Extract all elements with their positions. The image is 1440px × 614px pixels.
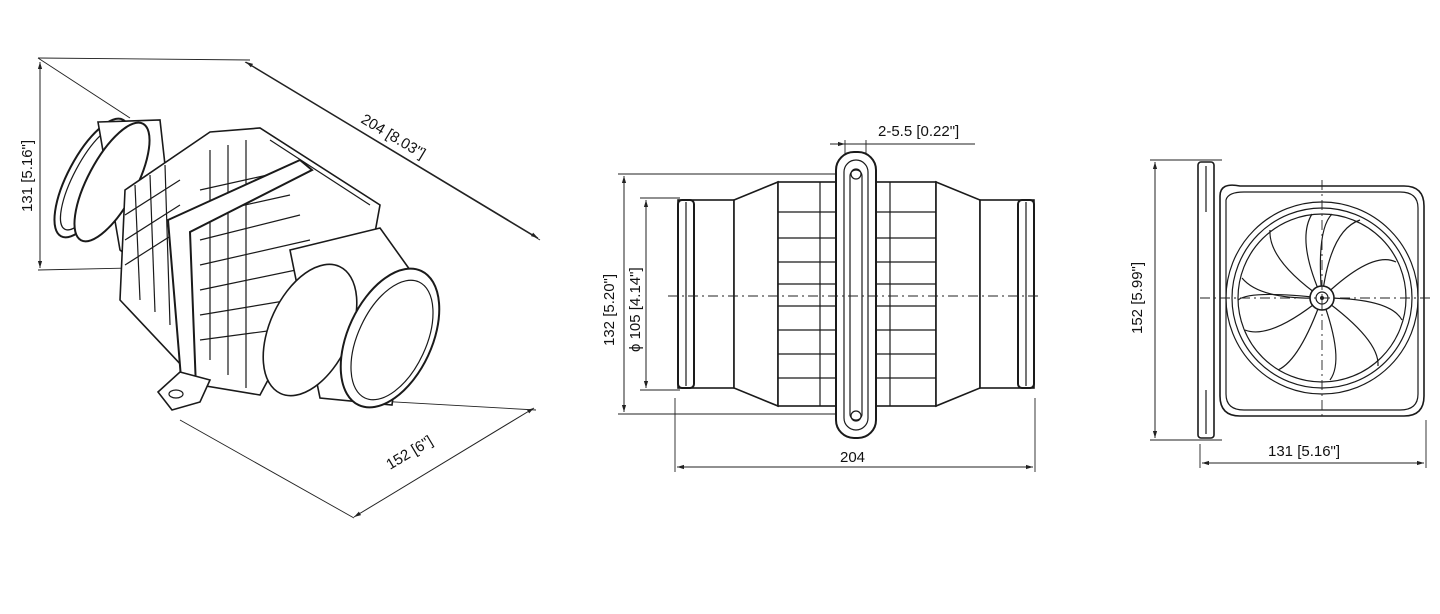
front-height-label: 152 [5.99"]: [1129, 262, 1146, 334]
iso-length-dim-line: [245, 61, 539, 239]
side-diameter-label: ϕ 105 [4.14"]: [627, 267, 644, 352]
side-view: 2-5.5 [0.22"] 132 [5.20"] ϕ 105 [4.14"] …: [601, 123, 1040, 472]
iso-width-dim-line: [353, 407, 535, 518]
iso-width-label: 152 [6"]: [383, 432, 436, 473]
side-length-label: 204: [840, 449, 865, 466]
iso-main-body: [119, 127, 381, 396]
front-width-label: 131 [5.16"]: [1268, 443, 1340, 460]
iso-right-pipe: [262, 227, 441, 409]
side-height-label: 132 [5.20"]: [601, 274, 618, 346]
side-mounting-strap: [835, 151, 877, 439]
iso-mounting-foot: [156, 371, 212, 411]
front-view: 152 [5.99"] 131 [5.16"]: [1129, 159, 1432, 468]
iso-height-label: 131 [5.16"]: [19, 140, 36, 212]
side-slot-label: 2-5.5 [0.22"]: [878, 123, 959, 140]
isometric-view: 131 [5.16"] 204 [8.03"] 152 [6"]: [19, 57, 541, 519]
front-mounting-flange: [1197, 161, 1215, 439]
